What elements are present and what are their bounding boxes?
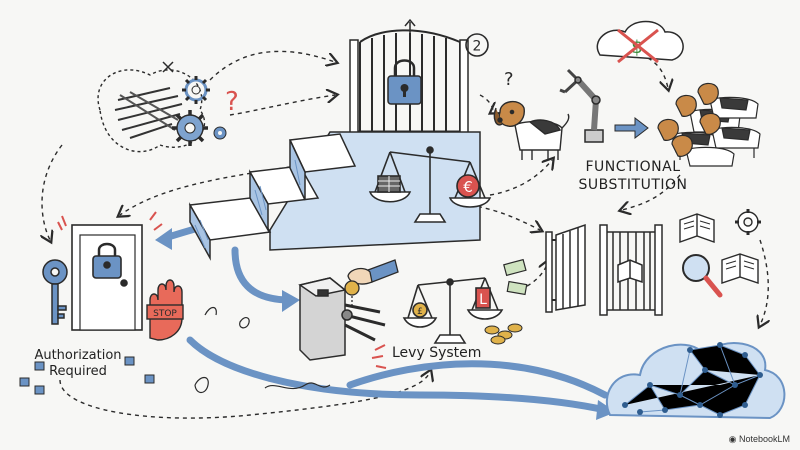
blue-arrow-right [614, 116, 649, 140]
levy-system-label: Levy System [392, 345, 482, 361]
arrow-scale-to-beagle [489, 160, 552, 196]
beagle-pack [657, 82, 761, 167]
scribble-mass [114, 87, 183, 139]
decorative-squiggles [194, 306, 331, 394]
beagle-icon [493, 101, 570, 160]
confusion-cluster: ? [97, 61, 239, 153]
pound-coin [412, 302, 428, 318]
knowledge-icons [679, 209, 761, 298]
brand-logo-icon: ◉ [728, 434, 739, 444]
alert-marks [57, 211, 163, 231]
step-number: 2 [473, 39, 482, 55]
locked-gate: 2 [349, 18, 489, 136]
blue-arrow-to-network [346, 360, 609, 399]
levy-balance-scale: £ L [402, 277, 504, 344]
stop-sign-text: STOP [153, 309, 177, 319]
beagle-with-robot: ? [493, 68, 649, 160]
network-cloud [605, 342, 786, 420]
stop-hand-icon: STOP [146, 279, 184, 341]
arrow-bottom-loop [59, 372, 430, 419]
levy-red-marks [371, 344, 387, 369]
coin-icon [344, 280, 360, 296]
step-number-badge [465, 33, 489, 57]
gear-icon [735, 209, 761, 235]
dashed-cloud [97, 69, 206, 153]
arrow-books-to-network [760, 239, 768, 325]
euro-coin [456, 174, 480, 198]
functional-substitution-label: FUNCTIONAL SUBSTITUTION [568, 158, 698, 194]
mini-padlocks [19, 356, 155, 395]
key-icon [42, 259, 68, 325]
question-mark-red: ? [225, 87, 239, 117]
l-block [475, 287, 491, 309]
arrow-gate-to-beagle [479, 94, 493, 112]
robot-arm-icon [559, 68, 604, 143]
beagle-icon [699, 112, 761, 158]
blue-arrowhead-1 [282, 290, 300, 312]
l-symbol: L [479, 292, 487, 308]
hand-inserting-coin [344, 259, 399, 305]
functional-substitution-line1: FUNCTIONAL [585, 159, 681, 175]
network-nodes [622, 342, 763, 418]
gear-icon [172, 110, 208, 146]
pound-symbol: £ [417, 307, 423, 317]
arrow-to-door [42, 144, 63, 240]
staircase [188, 131, 481, 261]
euro-symbol: € [463, 178, 473, 196]
arrow-to-gate [209, 50, 335, 81]
arrow-pack-to-gates [622, 174, 681, 210]
coin-pile [484, 323, 523, 345]
stair-hatching [194, 159, 301, 249]
functional-substitution-line2: SUBSTITUTION [578, 177, 688, 193]
blue-arrowhead-3 [596, 400, 616, 420]
blue-arrowhead-2 [155, 228, 172, 250]
blue-arrowheads [155, 228, 616, 420]
padlock-icon [387, 59, 422, 105]
beagle-icon [697, 82, 759, 119]
cross-out-icon [617, 28, 659, 64]
arrow-gears-to-gate [229, 95, 335, 116]
brand-text: NotebookLM [738, 434, 790, 444]
banknotes [503, 258, 528, 296]
book-icon [721, 253, 759, 284]
balance-scale-center: € [368, 146, 492, 223]
x-mark [162, 61, 174, 73]
locked-door [57, 211, 163, 331]
arrow-cloud-to-pack [647, 57, 668, 88]
beagle-icon [671, 134, 735, 167]
authorization-required-label: Authorization Required [18, 348, 138, 380]
turnstile [298, 277, 386, 361]
gate-with-book [599, 224, 663, 316]
blue-flow-arrows [161, 221, 609, 414]
arrow-stairs-to-door [120, 159, 331, 215]
padlock-icon [92, 242, 122, 279]
magnifier-icon [682, 254, 723, 298]
cash-stack [377, 175, 401, 193]
gear-icon [213, 126, 227, 140]
authorization-line2: Required [49, 364, 107, 379]
question-mark: ? [504, 69, 514, 90]
book-icon [679, 213, 715, 243]
blue-arrow-stairs-to-turnstile [231, 246, 294, 304]
open-gate [545, 223, 586, 313]
blue-arrow-bottom [186, 336, 609, 414]
gear-icon [182, 76, 210, 104]
authorization-line1: Authorization [34, 348, 122, 363]
crossed-money-cloud: $ [596, 20, 684, 64]
arrow-levy-to-gate [519, 262, 548, 291]
notebooklm-watermark: ◉ NotebookLM [729, 434, 790, 445]
